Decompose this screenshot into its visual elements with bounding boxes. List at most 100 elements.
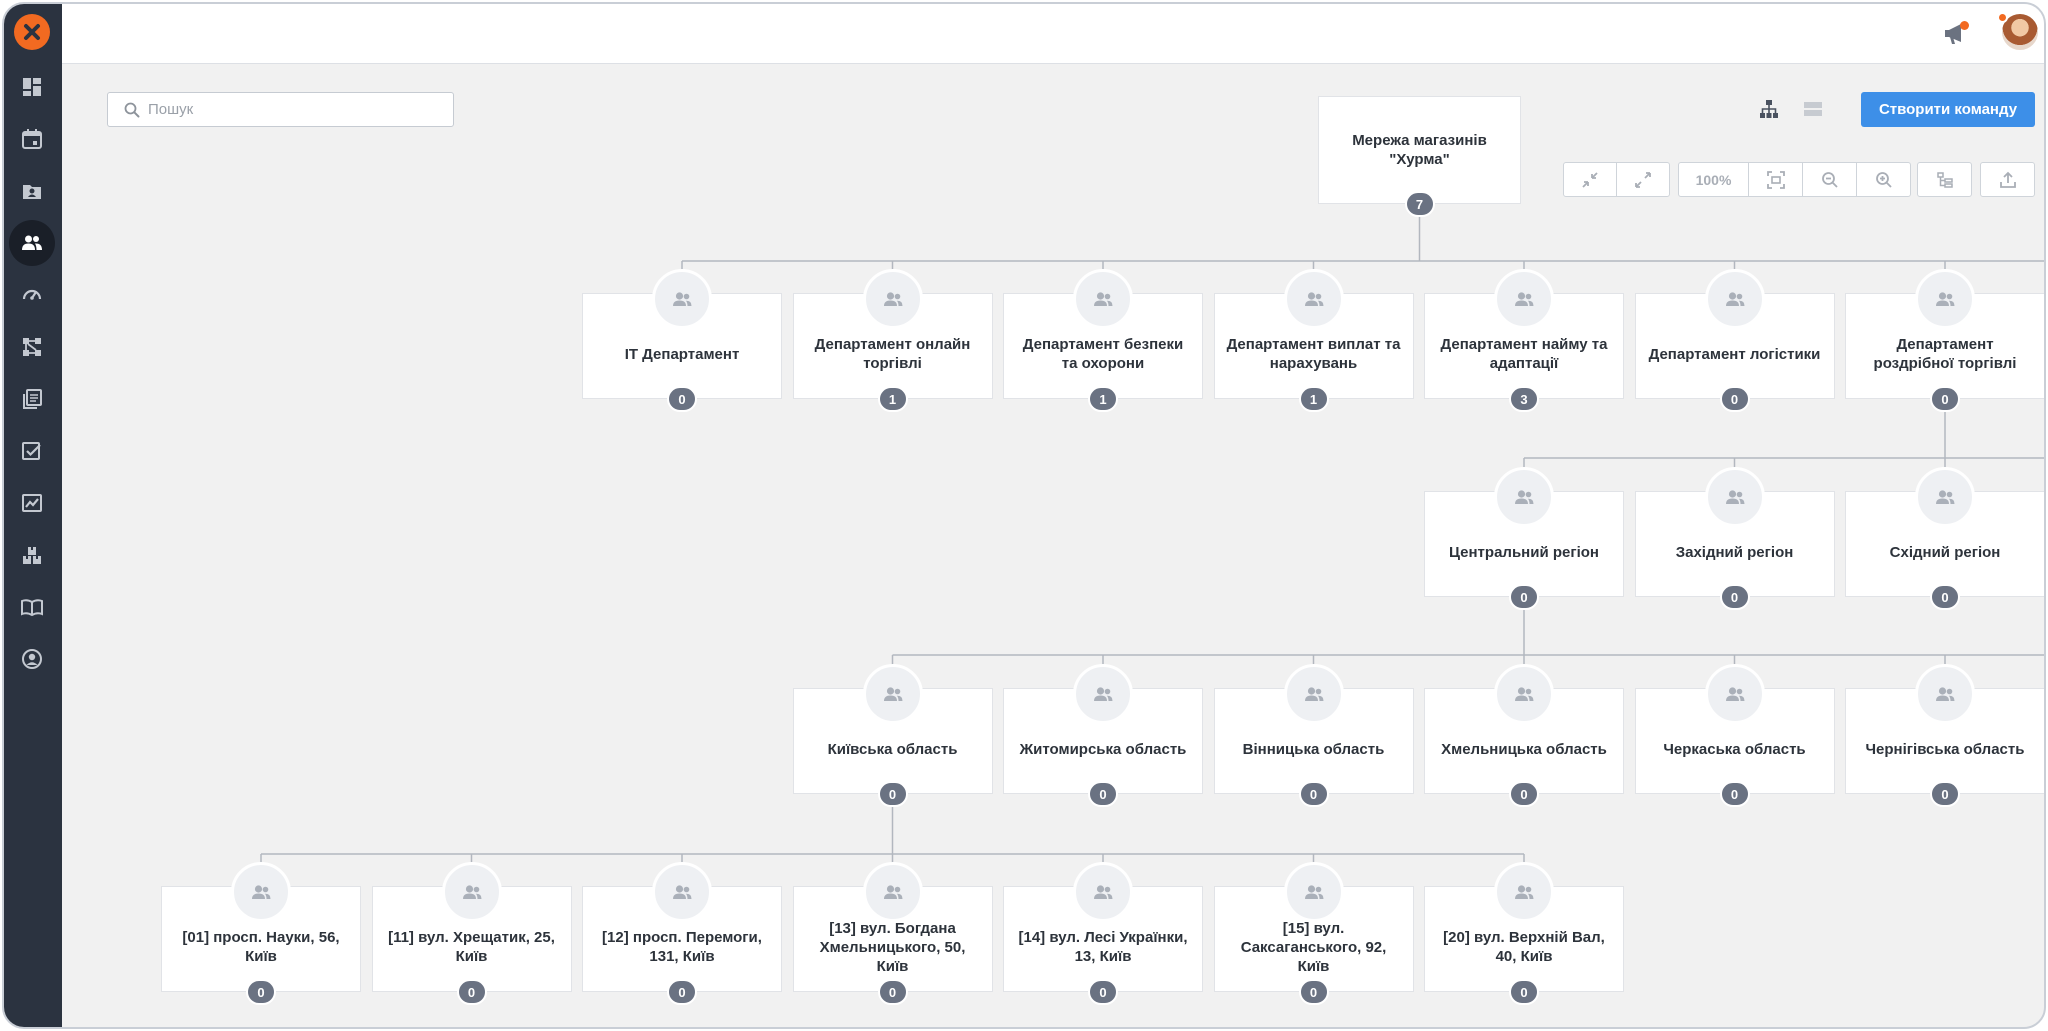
sidebar-item-performance[interactable] (9, 272, 55, 318)
team-name: Центральний регіон (1449, 543, 1599, 561)
member-count-badge[interactable]: 1 (1298, 386, 1329, 412)
team-name: [14] вул. Лесі Українки, 13, Київ (1018, 929, 1188, 965)
member-count-badge[interactable]: 0 (1509, 584, 1539, 610)
notifications-button[interactable] (1942, 20, 1970, 48)
notification-dot (1960, 21, 1969, 30)
member-count-badge[interactable]: 0 (877, 781, 908, 807)
sidebar-item-calendar[interactable] (9, 116, 55, 162)
sidebar-item-knowledge-base[interactable] (9, 584, 55, 630)
documents-icon (23, 389, 42, 409)
member-count-badge[interactable]: 0 (1298, 979, 1329, 1005)
team-card-store[interactable]: [14] вул. Лесі Українки, 13, Київ (1003, 886, 1203, 992)
member-count-badge[interactable]: 0 (667, 386, 697, 412)
team-name: [01] просп. Науки, 56, Київ (182, 929, 340, 965)
team-group-icon (1494, 664, 1554, 724)
sidebar-item-workflows[interactable] (9, 324, 55, 370)
avatar-status-dot (1997, 12, 2008, 23)
team-group-icon (1704, 467, 1765, 527)
tree-layout-button[interactable] (1918, 163, 1971, 196)
user-avatar[interactable] (2000, 12, 2040, 52)
sidebar-item-documents[interactable] (9, 376, 55, 422)
member-count-badge[interactable]: 0 (1088, 781, 1118, 807)
team-name: Київська область (827, 740, 958, 758)
team-group-icon (1073, 269, 1133, 329)
member-count-badge[interactable]: 0 (1719, 781, 1750, 807)
create-team-button[interactable]: Створити команду (1861, 92, 2035, 127)
list-icon (1804, 102, 1822, 116)
team-name: Департамент роздрібної торгівлі (1873, 336, 2017, 372)
zoom-level-button[interactable]: 100% (1679, 163, 1749, 196)
member-count-badge[interactable]: 0 (667, 979, 697, 1005)
team-name: Черкаська область (1663, 740, 1806, 758)
team-card-store[interactable]: [13] вул. Богдана Хмельницького, 50, Киї… (792, 886, 993, 992)
employee-folder-icon (23, 185, 41, 199)
sidebar-item-teams[interactable] (9, 220, 55, 266)
collapse-icon (1582, 171, 1598, 188)
member-count-badge[interactable]: 0 (1298, 781, 1329, 807)
team-group-icon (1494, 269, 1554, 329)
team-group-icon (862, 664, 923, 724)
workflow-icon (23, 338, 41, 356)
speedometer-icon (22, 289, 42, 300)
sidebar-item-assets[interactable] (9, 532, 55, 578)
member-count-badge[interactable]: 0 (1930, 584, 1960, 610)
zoom-in-icon (1875, 171, 1892, 188)
team-group-icon (231, 862, 291, 922)
member-count-badge[interactable]: 1 (1088, 386, 1118, 412)
calendar-icon (22, 129, 42, 149)
megaphone-icon (1945, 24, 1961, 44)
fit-to-screen-button[interactable] (1749, 163, 1803, 196)
org-chart-view-button[interactable] (1754, 94, 1784, 124)
expand-icon (1634, 171, 1651, 188)
sidebar-item-profile[interactable] (9, 636, 55, 682)
team-card-store[interactable]: [20] вул. Верхній Вал, 40, Київ (1424, 886, 1624, 992)
team-name: Департамент виплат та нарахувань (1226, 336, 1401, 372)
member-count-badge[interactable]: 0 (1719, 584, 1750, 610)
member-count-badge[interactable]: 0 (1509, 781, 1539, 807)
collapse-all-button[interactable] (1564, 163, 1617, 196)
team-group-icon (862, 862, 923, 922)
knowledge-book-icon (21, 599, 43, 617)
member-count-badge[interactable]: 3 (1509, 386, 1539, 412)
team-name: [13] вул. Богдана Хмельницького, 50, Киї… (819, 919, 966, 975)
member-count-badge[interactable]: 0 (1930, 386, 1960, 412)
export-group (1980, 162, 2035, 197)
member-count-badge[interactable]: 0 (1719, 386, 1750, 412)
zoom-in-button[interactable] (1857, 163, 1910, 196)
zoom-out-button[interactable] (1803, 163, 1857, 196)
member-count-badge[interactable]: 7 (1404, 191, 1435, 217)
team-card-root[interactable]: Мережа магазинів "Хурма" (1318, 96, 1521, 204)
tree-layout-icon (1936, 171, 1953, 188)
sidebar-item-analytics[interactable] (9, 480, 55, 526)
search-input[interactable] (148, 101, 453, 118)
member-count-badge[interactable]: 0 (1088, 979, 1118, 1005)
sidebar-item-employees[interactable] (9, 168, 55, 214)
team-group-icon (1494, 862, 1554, 922)
team-name: Західний регіон (1675, 543, 1794, 561)
team-group-icon (441, 862, 502, 922)
export-button[interactable] (1981, 163, 2034, 196)
team-group-icon (652, 862, 712, 922)
team-name: Чернігівська область (1865, 740, 2025, 758)
member-count-badge[interactable]: 0 (1509, 979, 1539, 1005)
team-name: IT Департамент (624, 345, 740, 363)
sidebar-item-tasks[interactable] (9, 428, 55, 474)
hierarchy-icon (1760, 100, 1778, 118)
expand-collapse-group (1563, 162, 1670, 197)
member-count-badge[interactable]: 1 (877, 386, 908, 412)
brand-logo-icon[interactable] (14, 14, 50, 50)
list-view-button[interactable] (1798, 94, 1828, 124)
team-card-store[interactable]: [12] просп. Перемоги, 131, Київ (582, 886, 782, 992)
member-count-badge[interactable]: 0 (456, 979, 487, 1005)
member-count-badge[interactable]: 0 (1930, 781, 1960, 807)
team-name: Житомирська область (1019, 740, 1187, 758)
expand-all-button[interactable] (1617, 163, 1670, 196)
member-count-badge[interactable]: 0 (246, 979, 276, 1005)
team-group-icon (1494, 467, 1554, 527)
team-group-icon (862, 269, 923, 329)
team-name: [15] вул. Саксаганського, 92, Київ (1240, 919, 1387, 975)
member-count-badge[interactable]: 0 (877, 979, 908, 1005)
sidebar-item-dashboard[interactable] (9, 64, 55, 110)
search-icon (124, 102, 140, 118)
